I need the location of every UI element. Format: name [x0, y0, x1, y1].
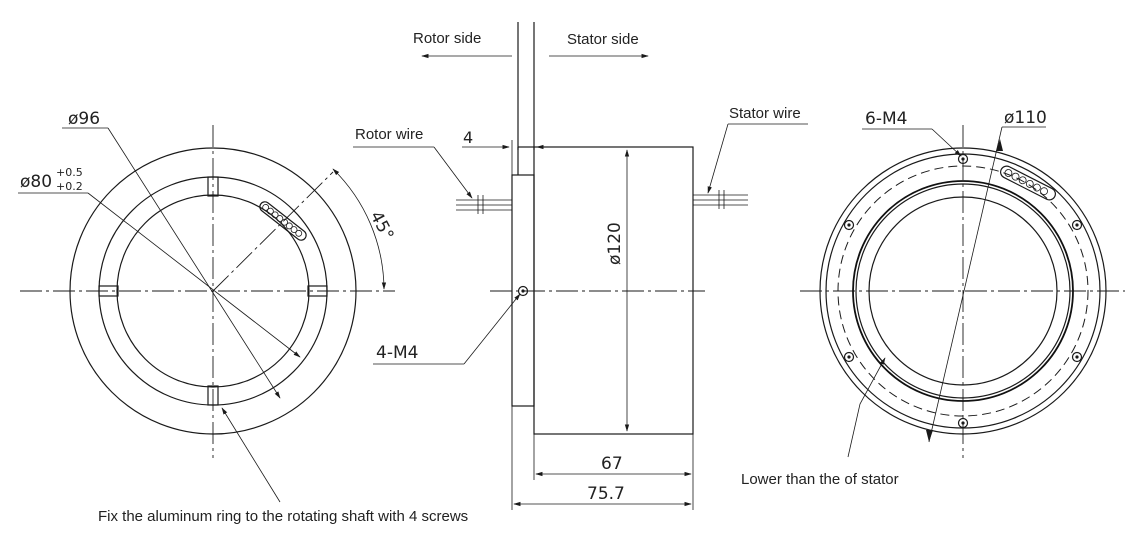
d110-label: ø110 [1004, 108, 1047, 128]
lower-note-leader [847, 357, 886, 458]
rotor-side-label: Rotor side [413, 30, 481, 47]
d110-leader [928, 126, 1003, 443]
outer-circle [819, 147, 1107, 435]
m4-6-leader [931, 128, 962, 157]
stator-wire-label: Stator wire [729, 105, 801, 122]
d80-tol-lower: +0.2 [56, 180, 83, 193]
side-screw-dot [521, 289, 525, 293]
screw-slot-top [207, 176, 219, 197]
d96-label: ø96 [68, 109, 100, 129]
d80-tol-upper: +0.5 [56, 166, 83, 179]
side-view: Rotor side Stator side Rotor wire [353, 22, 808, 510]
bore-circle [868, 196, 1058, 386]
rotor-wire-label: Rotor wire [355, 126, 423, 143]
screw-slot-right [307, 285, 328, 297]
fix-note-leader [221, 407, 281, 503]
wire-outlet-holes [259, 201, 307, 241]
screw-slot-bottom [207, 385, 219, 406]
m4-6-label: 6-M4 [865, 109, 907, 129]
angle-label: 45° [366, 208, 398, 244]
recess-inner-circle [855, 183, 1071, 399]
len75-label: 75.7 [587, 484, 625, 504]
recess-circle [852, 180, 1074, 402]
fix-note: Fix the aluminum ring to the rotating sh… [98, 508, 468, 525]
bolt-circle [837, 165, 1089, 417]
flange-dim-label: 4 [463, 128, 473, 147]
lower-note: Lower than the of stator [741, 471, 899, 488]
m4-leader [463, 293, 521, 365]
stator-side-view: 6-M4 ø110 Lower than the of stator [741, 108, 1125, 488]
rotor-flange [511, 174, 535, 407]
stator-wire-bundle [693, 190, 748, 209]
outer-circle [69, 147, 357, 435]
d110-arrow-top [996, 139, 1003, 151]
rotor-side-view: 45° ø96 ø80 +0.5 +0.2 Fix the aluminum r… [18, 109, 468, 525]
m4-label: 4-M4 [376, 343, 418, 363]
angle-arc [332, 168, 387, 290]
angle-reference-line [212, 171, 334, 292]
rotor-wire-leader [433, 146, 473, 199]
d96-leader [107, 127, 281, 399]
stator-screws [843, 153, 1083, 429]
stator-body [533, 146, 694, 435]
rotor-wire-bundle [456, 195, 512, 214]
stator-wire-leader [707, 123, 729, 194]
stator-side-label: Stator side [567, 31, 639, 48]
d120-label: ø120 [605, 222, 625, 265]
ring-circle-inner [116, 194, 310, 388]
screw-slot-left [98, 285, 119, 297]
d110-arrow-bottom [926, 430, 933, 442]
d80-leader [87, 192, 301, 358]
stator-wire-outlet [1000, 165, 1056, 201]
side-screw-head [517, 285, 529, 297]
d80-label: ø80 [20, 172, 52, 192]
len67-label: 67 [601, 454, 623, 474]
